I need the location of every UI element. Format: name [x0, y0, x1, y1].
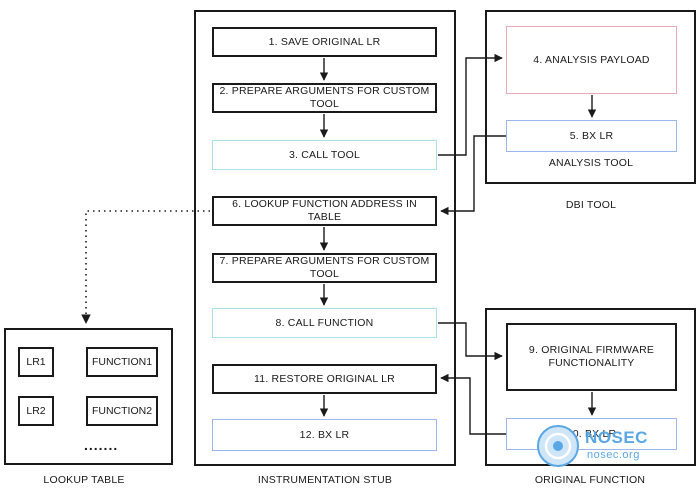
lookup-lr1-text: LR1 [26, 356, 46, 368]
step-5-bx-lr: 5. BX LR [506, 120, 677, 152]
step-5-text: 5. BX LR [569, 129, 614, 142]
step-2-prepare-arguments: 2. PREPARE ARGUMENTS FOR CUSTOM TOOL [212, 83, 437, 113]
step-12-bx-lr: 12. BX LR [212, 419, 437, 451]
step-8-text: 8. CALL FUNCTION [275, 316, 374, 329]
step-7-prepare-arguments: 7. PREPARE ARGUMENTS FOR CUSTOM TOOL [212, 253, 437, 283]
step-2-text: 2. PREPARE ARGUMENTS FOR CUSTOM TOOL [219, 85, 430, 110]
lookup-function2-cell: FUNCTION2 [86, 396, 158, 426]
step-9-original-firmware-functionality: 9. ORIGINAL FIRMWARE FUNCTIONALITY [506, 323, 677, 391]
dbi-tool-container [485, 10, 696, 184]
lookup-function1-text: FUNCTION1 [91, 356, 153, 368]
arrow-8-to-9 [438, 322, 503, 361]
original-function-label: ORIGINAL FUNCTION [534, 474, 646, 486]
arrow-10-to-11 [440, 373, 506, 435]
step-6-lookup-function-address: 6. LOOKUP FUNCTION ADDRESS IN TABLE [212, 196, 437, 226]
step-8-call-function: 8. CALL FUNCTION [212, 308, 437, 338]
step-10-bx-lr: 10. BX LR [506, 418, 677, 450]
arrow-6-to-lookup-dotted [81, 210, 210, 324]
arrow-3-to-4 [438, 53, 503, 156]
lookup-ellipsis: ....... [84, 437, 119, 453]
instrumentation-stub-label: INSTRUMENTATION STUB [257, 474, 393, 486]
step-4-text: 4. ANALYSIS PAYLOAD [533, 53, 650, 66]
watermark-url: nosec.org [587, 449, 640, 461]
watermark-name: NOSEC [585, 428, 648, 447]
lookup-function2-text: FUNCTION2 [91, 405, 153, 417]
instrumentation-stub-container [194, 10, 456, 466]
step-10-text: 10. BX LR [566, 427, 617, 440]
analysis-tool-label: ANALYSIS TOOL [548, 157, 634, 169]
step-11-restore-original-lr: 11. RESTORE ORIGINAL LR [212, 364, 437, 394]
step-3-text: 3. CALL TOOL [288, 148, 361, 161]
step-11-text: 11. RESTORE ORIGINAL LR [254, 372, 395, 385]
step-7-text: 7. PREPARE ARGUMENTS FOR CUSTOM TOOL [219, 255, 430, 280]
lookup-lr2-cell: LR2 [18, 396, 54, 426]
lookup-lr1-cell: LR1 [18, 347, 54, 377]
step-12-text: 12. BX LR [299, 428, 350, 441]
nosec-logo-icon [537, 425, 579, 467]
step-9-text-line1: 9. ORIGINAL FIRMWARE [528, 344, 655, 356]
step-4-analysis-payload: 4. ANALYSIS PAYLOAD [506, 26, 677, 94]
arrow-5-to-6 [440, 135, 506, 216]
dbi-tool-label: DBI TOOL [565, 199, 617, 211]
step-9-text-line2: FUNCTIONALITY [548, 357, 635, 369]
lookup-table-container [4, 328, 173, 465]
lookup-table-label: LOOKUP TABLE [43, 474, 125, 486]
original-function-container [485, 308, 696, 466]
step-1-save-original-lr: 1. SAVE ORIGINAL LR [212, 27, 437, 57]
lookup-function1-cell: FUNCTION1 [86, 347, 158, 377]
step-6-text: 6. LOOKUP FUNCTION ADDRESS IN TABLE [232, 198, 417, 223]
step-1-text: 1. SAVE ORIGINAL LR [268, 35, 381, 48]
lookup-lr2-text: LR2 [26, 405, 46, 417]
step-3-call-tool: 3. CALL TOOL [212, 140, 437, 170]
